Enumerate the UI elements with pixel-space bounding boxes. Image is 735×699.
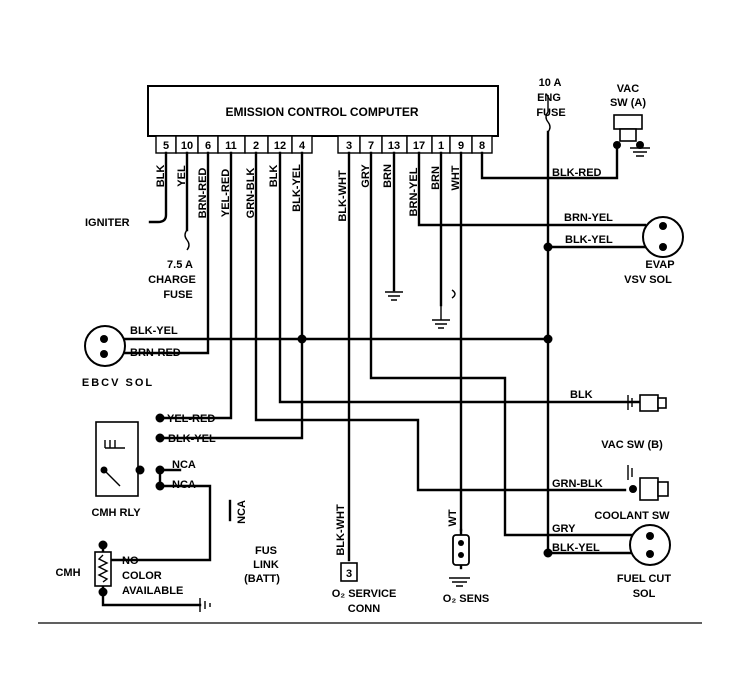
svg-text:BRN: BRN [382, 164, 394, 188]
svg-text:BLK: BLK [268, 165, 280, 188]
vac-sw-a: VAC SW (A) [610, 83, 646, 149]
svg-text:SW (A): SW (A) [610, 97, 646, 109]
ebcv-sol: EBCV SOL [82, 325, 154, 389]
eng-fuse-1: 10 A [539, 77, 562, 89]
svg-text:BLK: BLK [155, 165, 167, 188]
fus-link-2: LINK [253, 559, 279, 571]
pin-8: 8 [479, 140, 485, 152]
igniter-label: IGNITER [85, 217, 130, 229]
pin-12: 12 [274, 140, 286, 152]
svg-text:BLK-WHT: BLK-WHT [335, 504, 347, 556]
svg-text:GRY: GRY [552, 523, 576, 535]
pin-2: 2 [253, 140, 259, 152]
pin-4: 4 [299, 140, 306, 152]
svg-text:BLK: BLK [570, 389, 593, 401]
svg-text:BRN-RED: BRN-RED [197, 168, 209, 219]
svg-text:CMH: CMH [55, 567, 80, 579]
ecu-title: EMISSION CONTROL COMPUTER [225, 105, 418, 119]
svg-text:CONN: CONN [348, 603, 380, 615]
charge-fuse-3: FUSE [163, 289, 192, 301]
coolant-sw: COOLANT SW [594, 477, 670, 522]
svg-text:YEL: YEL [176, 165, 188, 187]
cmh-relay: CMH RLY [91, 421, 141, 519]
eng-fuse-3: FUSE [536, 107, 565, 119]
charge-fuse-2: CHARGE [148, 274, 196, 286]
svg-text:COLOR: COLOR [122, 570, 162, 582]
svg-text:3: 3 [346, 568, 352, 580]
ecu-box [147, 85, 499, 137]
ecu-pins: 5 10 6 11 2 12 4 3 7 13 17 1 9 8 [155, 135, 493, 154]
pin-wire-labels: BLK YEL BRN-RED YEL-RED GRN-BLK BLK BLK-… [155, 164, 462, 222]
svg-text:BLK-YEL: BLK-YEL [168, 433, 216, 445]
svg-text:BRN: BRN [430, 166, 442, 190]
o2-sensor: O₂ SENS [443, 534, 489, 605]
svg-text:YEL-RED: YEL-RED [167, 413, 215, 425]
svg-text:BLK-RED: BLK-RED [552, 167, 602, 179]
svg-text:FUEL CUT: FUEL CUT [617, 573, 671, 585]
svg-text:AVAILABLE: AVAILABLE [122, 585, 183, 597]
fuel-cut-sol: FUEL CUT SOL [617, 524, 671, 600]
svg-text:CMH RLY: CMH RLY [91, 507, 141, 519]
pin-11: 11 [225, 140, 237, 152]
pin-10: 10 [181, 140, 193, 152]
svg-text:O₂ SERVICE: O₂ SERVICE [332, 588, 397, 600]
svg-text:O₂ SENS: O₂ SENS [443, 593, 489, 605]
wires [98, 95, 647, 607]
svg-text:GRN-BLK: GRN-BLK [552, 478, 603, 490]
wire-labels: BLK-RED BRN-YEL BLK-YEL BLK-YEL BRN-RED … [130, 167, 613, 556]
svg-text:COOLANT SW: COOLANT SW [594, 510, 670, 522]
fus-link-3: (BATT) [244, 573, 280, 585]
svg-text:WT: WT [447, 509, 459, 526]
pin-3: 3 [346, 140, 352, 152]
eng-fuse-2: ENG [537, 92, 561, 104]
svg-text:BLK-WHT: BLK-WHT [337, 170, 349, 222]
pin-5: 5 [163, 140, 169, 152]
svg-text:EBCV SOL: EBCV SOL [82, 377, 154, 389]
pin-13: 13 [388, 140, 400, 152]
svg-text:VSV SOL: VSV SOL [624, 274, 672, 286]
svg-text:VAC: VAC [617, 83, 639, 95]
svg-text:GRN-BLK: GRN-BLK [245, 168, 257, 219]
svg-text:BRN-RED: BRN-RED [130, 347, 181, 359]
svg-text:BLK-YEL: BLK-YEL [552, 542, 600, 554]
svg-text:YEL-RED: YEL-RED [220, 169, 232, 217]
evap-vsv-sol: EVAP VSV SOL [624, 216, 684, 286]
svg-text:NCA: NCA [236, 500, 248, 524]
svg-text:VAC SW (B): VAC SW (B) [601, 439, 663, 451]
svg-text:EVAP: EVAP [645, 259, 674, 271]
o2-service-conn: 3 O₂ SERVICE CONN [332, 562, 397, 615]
svg-text:NCA: NCA [172, 479, 196, 491]
svg-text:NCA: NCA [172, 459, 196, 471]
svg-text:NO: NO [122, 555, 139, 567]
svg-text:BRN-YEL: BRN-YEL [564, 212, 613, 224]
svg-text:BLK-YEL: BLK-YEL [565, 234, 613, 246]
fus-link-1: FUS [255, 545, 277, 557]
svg-text:BLK-YEL: BLK-YEL [291, 164, 303, 212]
svg-text:BLK-YEL: BLK-YEL [130, 325, 178, 337]
pin-9: 9 [458, 140, 464, 152]
svg-text:GRY: GRY [360, 164, 372, 188]
ground-icon [199, 147, 650, 612]
charge-fuse-1: 7.5 A [167, 259, 193, 271]
vac-sw-b: VAC SW (B) [601, 394, 667, 451]
cmh-heater: CMH NO COLOR AVAILABLE [55, 551, 183, 597]
pin-17: 17 [413, 140, 425, 152]
pin-6: 6 [205, 140, 211, 152]
pin-7: 7 [368, 140, 374, 152]
svg-text:BRN-YEL: BRN-YEL [408, 167, 420, 216]
svg-text:WHT: WHT [450, 165, 462, 190]
pin-1: 1 [438, 140, 444, 152]
svg-text:SOL: SOL [633, 588, 656, 600]
